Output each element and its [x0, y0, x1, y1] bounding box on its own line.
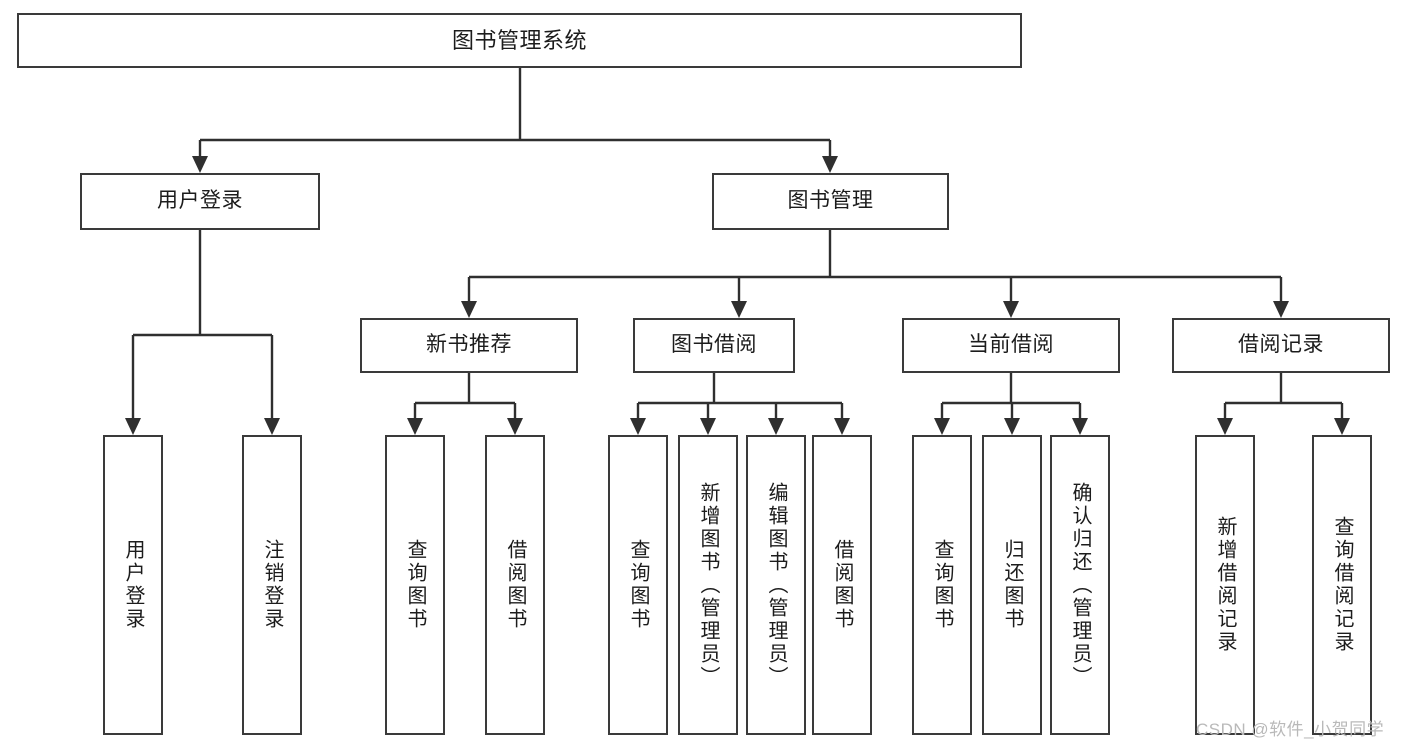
arrowhead-borrow-record-split-0 — [1217, 418, 1233, 435]
node-leaf-borrow-book-rec[interactable]: 借阅图书 — [485, 435, 545, 735]
node-label-book-borrow: 图书借阅 — [671, 333, 757, 357]
node-current-borrow[interactable]: 当前借阅 — [902, 318, 1120, 373]
node-new-book-rec[interactable]: 新书推荐 — [360, 318, 578, 373]
node-label-leaf-user-login: 用户登录 — [122, 539, 144, 631]
watermark-label: CSDN @软件_小贺同学 — [1196, 720, 1385, 739]
arrowhead-book-manage-split-1 — [731, 301, 747, 318]
node-leaf-query-record[interactable]: 查询借阅记录 — [1312, 435, 1372, 735]
node-label-current-borrow: 当前借阅 — [968, 333, 1054, 357]
node-label-leaf-query-record: 查询借阅记录 — [1331, 516, 1353, 654]
node-label-leaf-add-record: 新增借阅记录 — [1214, 516, 1236, 654]
node-label-leaf-borrow-book: 借阅图书 — [831, 539, 853, 631]
node-label-leaf-edit-book: 编辑图书（管理员） — [765, 481, 787, 689]
node-label-leaf-query-book-rec: 查询图书 — [404, 539, 426, 631]
node-label-book-manage: 图书管理 — [787, 189, 874, 213]
arrowhead-user-login-split-0 — [125, 418, 141, 435]
node-book-borrow[interactable]: 图书借阅 — [633, 318, 795, 373]
node-borrow-record[interactable]: 借阅记录 — [1172, 318, 1390, 373]
arrowhead-book-manage-split-3 — [1273, 301, 1289, 318]
arrowhead-root-split-0 — [192, 156, 208, 173]
node-label-borrow-record: 借阅记录 — [1238, 333, 1324, 357]
arrowhead-user-login-split-1 — [264, 418, 280, 435]
node-label-leaf-borrow-book-rec: 借阅图书 — [504, 539, 526, 631]
node-leaf-query-book-rec[interactable]: 查询图书 — [385, 435, 445, 735]
node-leaf-edit-book[interactable]: 编辑图书（管理员） — [746, 435, 806, 735]
arrowhead-book-borrow-split-1 — [700, 418, 716, 435]
node-leaf-logout[interactable]: 注销登录 — [242, 435, 302, 735]
node-leaf-query-book-cur[interactable]: 查询图书 — [912, 435, 972, 735]
node-root[interactable]: 图书管理系统 — [17, 13, 1022, 68]
arrowhead-book-borrow-split-3 — [834, 418, 850, 435]
node-leaf-add-book[interactable]: 新增图书（管理员） — [678, 435, 738, 735]
node-label-leaf-return-book: 归还图书 — [1001, 539, 1023, 631]
node-label-leaf-query-book-borrow: 查询图书 — [627, 539, 649, 631]
node-label-leaf-logout: 注销登录 — [261, 539, 283, 631]
arrowhead-current-borrow-split-1 — [1004, 418, 1020, 435]
node-leaf-return-book[interactable]: 归还图书 — [982, 435, 1042, 735]
node-leaf-confirm-return[interactable]: 确认归还（管理员） — [1050, 435, 1110, 735]
node-label-root: 图书管理系统 — [451, 27, 587, 53]
node-label-leaf-query-book-cur: 查询图书 — [931, 539, 953, 631]
connector-group — [125, 68, 1350, 435]
arrowhead-book-borrow-split-0 — [630, 418, 646, 435]
arrowhead-root-split-1 — [822, 156, 838, 173]
arrowhead-current-borrow-split-2 — [1072, 418, 1088, 435]
node-label-leaf-confirm-return: 确认归还（管理员） — [1069, 481, 1091, 689]
arrowhead-book-manage-split-0 — [461, 301, 477, 318]
arrowhead-book-manage-split-2 — [1003, 301, 1019, 318]
arrowhead-borrow-record-split-1 — [1334, 418, 1350, 435]
node-user-login[interactable]: 用户登录 — [80, 173, 320, 230]
node-book-manage[interactable]: 图书管理 — [712, 173, 949, 230]
arrowhead-new-book-rec-split-0 — [407, 418, 423, 435]
node-label-user-login: 用户登录 — [157, 189, 243, 213]
node-leaf-borrow-book[interactable]: 借阅图书 — [812, 435, 872, 735]
arrowhead-book-borrow-split-2 — [768, 418, 784, 435]
node-leaf-add-record[interactable]: 新增借阅记录 — [1195, 435, 1255, 735]
node-label-leaf-add-book: 新增图书（管理员） — [697, 481, 719, 689]
node-leaf-user-login[interactable]: 用户登录 — [103, 435, 163, 735]
node-label-new-book-rec: 新书推荐 — [426, 333, 512, 357]
arrowhead-current-borrow-split-0 — [934, 418, 950, 435]
node-leaf-query-book-borrow[interactable]: 查询图书 — [608, 435, 668, 735]
arrowhead-new-book-rec-split-1 — [507, 418, 523, 435]
